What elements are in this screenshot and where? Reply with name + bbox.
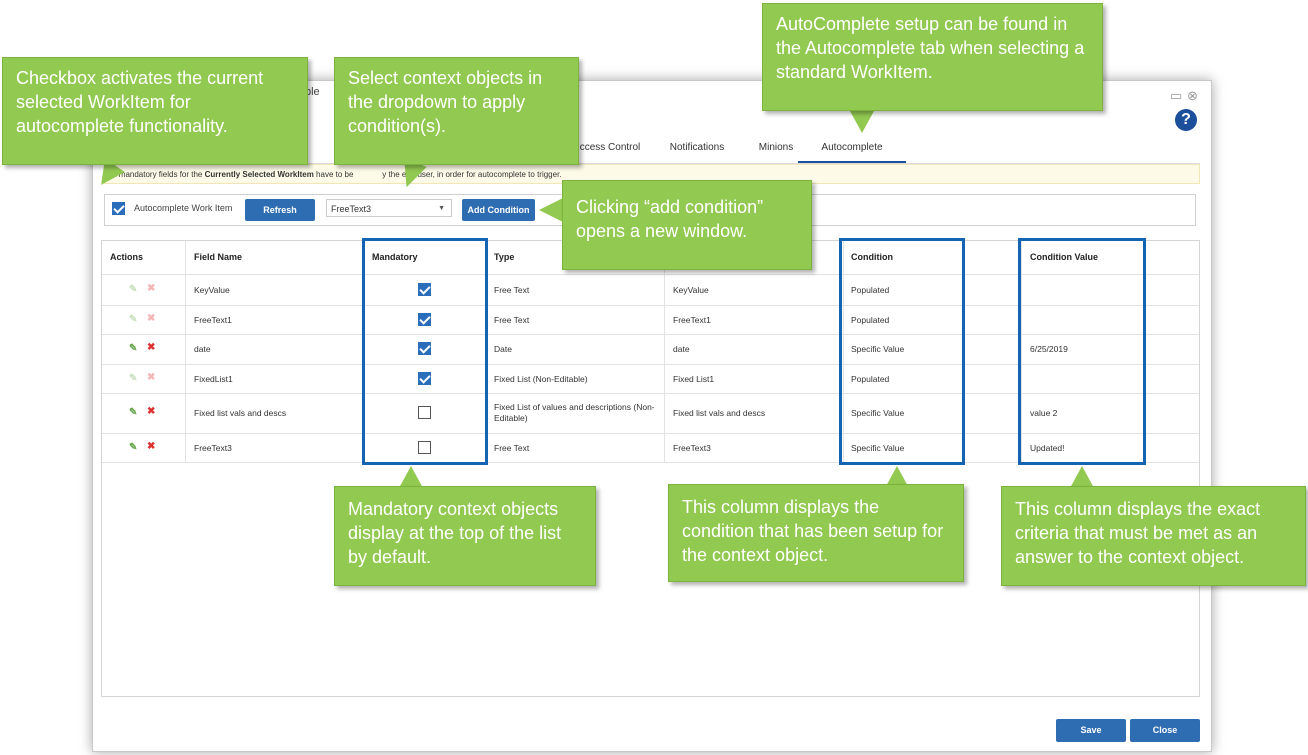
mandatory-checkbox[interactable] bbox=[418, 342, 431, 355]
edit-icon[interactable]: ✎ bbox=[129, 373, 138, 384]
callout-arrow bbox=[539, 198, 563, 222]
col-header-field-name: Field Name bbox=[194, 252, 243, 262]
close-button[interactable]: Close bbox=[1130, 719, 1200, 742]
save-button[interactable]: Save bbox=[1056, 719, 1126, 742]
help-icon[interactable]: ? bbox=[1175, 109, 1197, 131]
edit-icon[interactable]: ✎ bbox=[129, 284, 138, 295]
delete-icon[interactable]: ✖ bbox=[147, 372, 156, 383]
cell-type: Fixed List of values and descriptions (N… bbox=[494, 402, 655, 423]
row-divider bbox=[102, 305, 1199, 306]
dialog-title-fragment: ble bbox=[305, 86, 320, 98]
cell-condition-value: Updated! bbox=[1030, 443, 1065, 453]
cell-condition: Populated bbox=[851, 374, 890, 384]
info-text-post: have to be y the end user, in order for … bbox=[313, 170, 562, 179]
condition-column-highlight bbox=[839, 238, 965, 465]
callout-condition-value: This column displays the exact criteria … bbox=[1001, 486, 1306, 586]
col-header-mandatory: Mandatory bbox=[372, 252, 418, 262]
cell-field-name: FreeText3 bbox=[194, 443, 232, 453]
callout-arrow bbox=[850, 111, 874, 133]
col-header-condition: Condition bbox=[851, 252, 893, 262]
delete-icon[interactable]: ✖ bbox=[147, 283, 156, 294]
cell-context: Fixed list vals and descs bbox=[673, 408, 766, 418]
tab-notifications[interactable]: Notifications bbox=[669, 142, 725, 153]
cell-field-name: Fixed list vals and descs bbox=[194, 408, 287, 418]
autocomplete-checkbox[interactable] bbox=[112, 202, 125, 215]
tab-autocomplete[interactable]: Autocomplete bbox=[798, 135, 906, 163]
col-divider bbox=[664, 241, 665, 462]
mandatory-checkbox[interactable] bbox=[418, 283, 431, 296]
tab-access-control[interactable]: ccess Control bbox=[579, 142, 641, 153]
mandatory-checkbox[interactable] bbox=[418, 372, 431, 385]
info-text-bold: Currently Selected WorkItem bbox=[204, 170, 314, 179]
cell-context: Fixed List1 bbox=[673, 374, 715, 384]
row-divider bbox=[102, 393, 1199, 394]
autocomplete-label: Autocomplete Work Item bbox=[134, 203, 233, 213]
col-header-type: Type bbox=[494, 252, 515, 262]
row-divider bbox=[102, 433, 1199, 434]
delete-icon[interactable]: ✖ bbox=[147, 441, 156, 452]
callout-checkbox: Checkbox activates the current selected … bbox=[2, 57, 308, 165]
callout-mandatory: Mandatory context objects display at the… bbox=[334, 486, 596, 586]
close-icon[interactable]: ⊗ bbox=[1187, 88, 1198, 103]
condition-value-column-highlight bbox=[1018, 238, 1146, 465]
cell-context: KeyValue bbox=[673, 285, 709, 295]
context-object-select[interactable]: FreeText3 ▼ bbox=[326, 199, 452, 217]
cell-condition: Specific Value bbox=[851, 408, 905, 418]
row-divider bbox=[102, 364, 1199, 365]
refresh-button[interactable]: Refresh bbox=[245, 199, 315, 221]
callout-arrow bbox=[399, 466, 423, 488]
cell-condition: Populated bbox=[851, 315, 890, 325]
delete-icon[interactable]: ✖ bbox=[147, 313, 156, 324]
cell-type: Free Text bbox=[494, 285, 530, 295]
edit-icon[interactable]: ✎ bbox=[129, 314, 138, 325]
cell-condition: Specific Value bbox=[851, 344, 905, 354]
edit-icon[interactable]: ✎ bbox=[129, 442, 138, 453]
cell-condition: Populated bbox=[851, 285, 890, 295]
minimize-icon[interactable]: ▭ bbox=[1170, 88, 1183, 103]
row-divider bbox=[102, 462, 1199, 463]
cell-type: Free Text bbox=[494, 443, 530, 453]
cell-condition-value: 6/25/2019 bbox=[1030, 344, 1068, 354]
delete-icon[interactable]: ✖ bbox=[147, 342, 156, 353]
callout-arrow bbox=[885, 466, 909, 488]
caret-down-icon: ▼ bbox=[438, 205, 445, 212]
cell-context: FreeText3 bbox=[673, 443, 711, 453]
cell-condition: Specific Value bbox=[851, 443, 905, 453]
cell-type: Fixed List (Non-Editable) bbox=[494, 374, 588, 384]
callout-context-select: Select context objects in the dropdown t… bbox=[334, 57, 579, 165]
info-text-pre: ll mandatory fields for the bbox=[113, 170, 205, 179]
tab-minions[interactable]: Minions bbox=[758, 142, 794, 153]
edit-icon[interactable]: ✎ bbox=[129, 407, 138, 418]
cell-context: date bbox=[673, 344, 690, 354]
delete-icon[interactable]: ✖ bbox=[147, 406, 156, 417]
add-condition-button[interactable]: Add Condition bbox=[462, 199, 535, 221]
info-bar: ll mandatory fields for the Currently Se… bbox=[104, 164, 1200, 184]
col-header-actions: Actions bbox=[110, 252, 144, 262]
cell-type: Date bbox=[494, 344, 512, 354]
row-divider bbox=[102, 334, 1199, 335]
mandatory-column-highlight bbox=[362, 238, 488, 465]
cell-field-name: KeyValue bbox=[194, 285, 230, 295]
cell-field-name: date bbox=[194, 344, 211, 354]
col-header-condition-value: Condition Value bbox=[1030, 252, 1099, 262]
edit-icon[interactable]: ✎ bbox=[129, 343, 138, 354]
callout-arrow bbox=[1070, 466, 1094, 488]
cell-field-name: FreeText1 bbox=[194, 315, 232, 325]
context-select-value: FreeText3 bbox=[331, 204, 372, 214]
mandatory-checkbox[interactable] bbox=[418, 406, 431, 419]
callout-autocomplete-tab: AutoComplete setup can be found in the A… bbox=[762, 3, 1103, 111]
cell-type: Free Text bbox=[494, 315, 530, 325]
tab-divider bbox=[104, 163, 1200, 164]
callout-add-condition: Clicking “add condition” opens a new win… bbox=[562, 180, 812, 270]
col-divider bbox=[185, 241, 186, 462]
cell-field-name: FixedList1 bbox=[194, 374, 233, 384]
col-divider bbox=[1021, 241, 1022, 462]
row-divider bbox=[102, 274, 1199, 275]
col-divider bbox=[843, 241, 844, 462]
mandatory-checkbox[interactable] bbox=[418, 441, 431, 454]
cell-context: FreeText1 bbox=[673, 315, 711, 325]
cell-condition-value: value 2 bbox=[1030, 408, 1058, 418]
mandatory-checkbox[interactable] bbox=[418, 313, 431, 326]
callout-condition: This column displays the condition that … bbox=[668, 484, 964, 582]
